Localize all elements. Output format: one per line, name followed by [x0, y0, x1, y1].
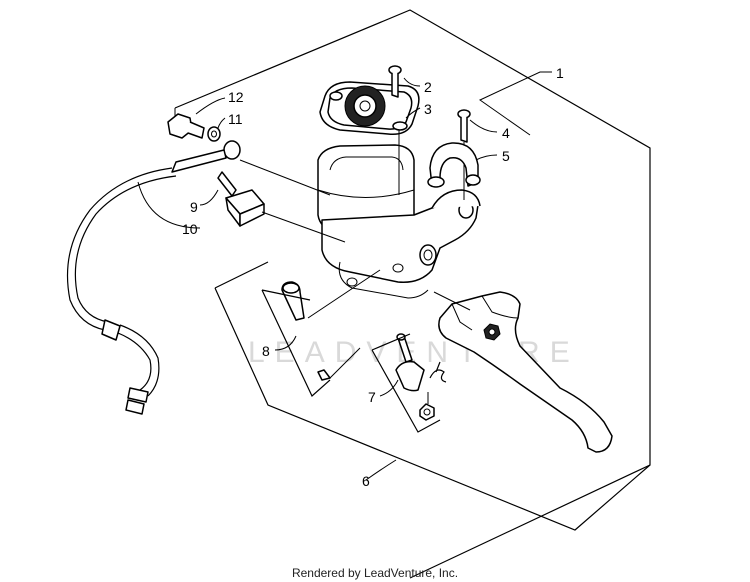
callout-3: 3 — [424, 101, 432, 117]
callout-4: 4 — [502, 125, 510, 141]
callout-9: 9 — [190, 199, 198, 215]
callout-5: 5 — [502, 148, 510, 164]
callout-7: 7 — [368, 389, 376, 405]
master-cylinder — [317, 144, 481, 299]
sealing-washer — [207, 126, 221, 142]
callout-10: 10 — [182, 221, 198, 237]
pivot-pin — [261, 269, 381, 397]
clamp-screw — [457, 109, 471, 200]
callout-8: 8 — [262, 343, 270, 359]
callout-11: 11 — [228, 111, 243, 127]
callouts: 1 2 3 4 5 6 7 8 9 10 11 12 — [182, 65, 564, 489]
brake-lever — [433, 291, 613, 453]
lever-pin-and-spring — [371, 333, 447, 433]
cover-screw — [388, 65, 402, 195]
leader-lines — [137, 71, 552, 481]
callout-12: 12 — [228, 89, 244, 105]
footer-credit: Rendered by LeadVenture, Inc. — [291, 566, 459, 580]
handlebar-clamp — [427, 142, 481, 188]
assembly-frame-1 — [174, 9, 651, 579]
banjo-bolt — [167, 113, 205, 139]
callout-6: 6 — [362, 473, 370, 489]
callout-1: 1 — [556, 65, 564, 81]
assembly-frame-6 — [214, 261, 651, 531]
brake-light-switch — [217, 171, 346, 243]
sealing-washer-hole — [211, 130, 217, 138]
callout-2: 2 — [424, 79, 432, 95]
reservoir-cover — [319, 81, 420, 136]
brake-hose — [67, 140, 331, 415]
